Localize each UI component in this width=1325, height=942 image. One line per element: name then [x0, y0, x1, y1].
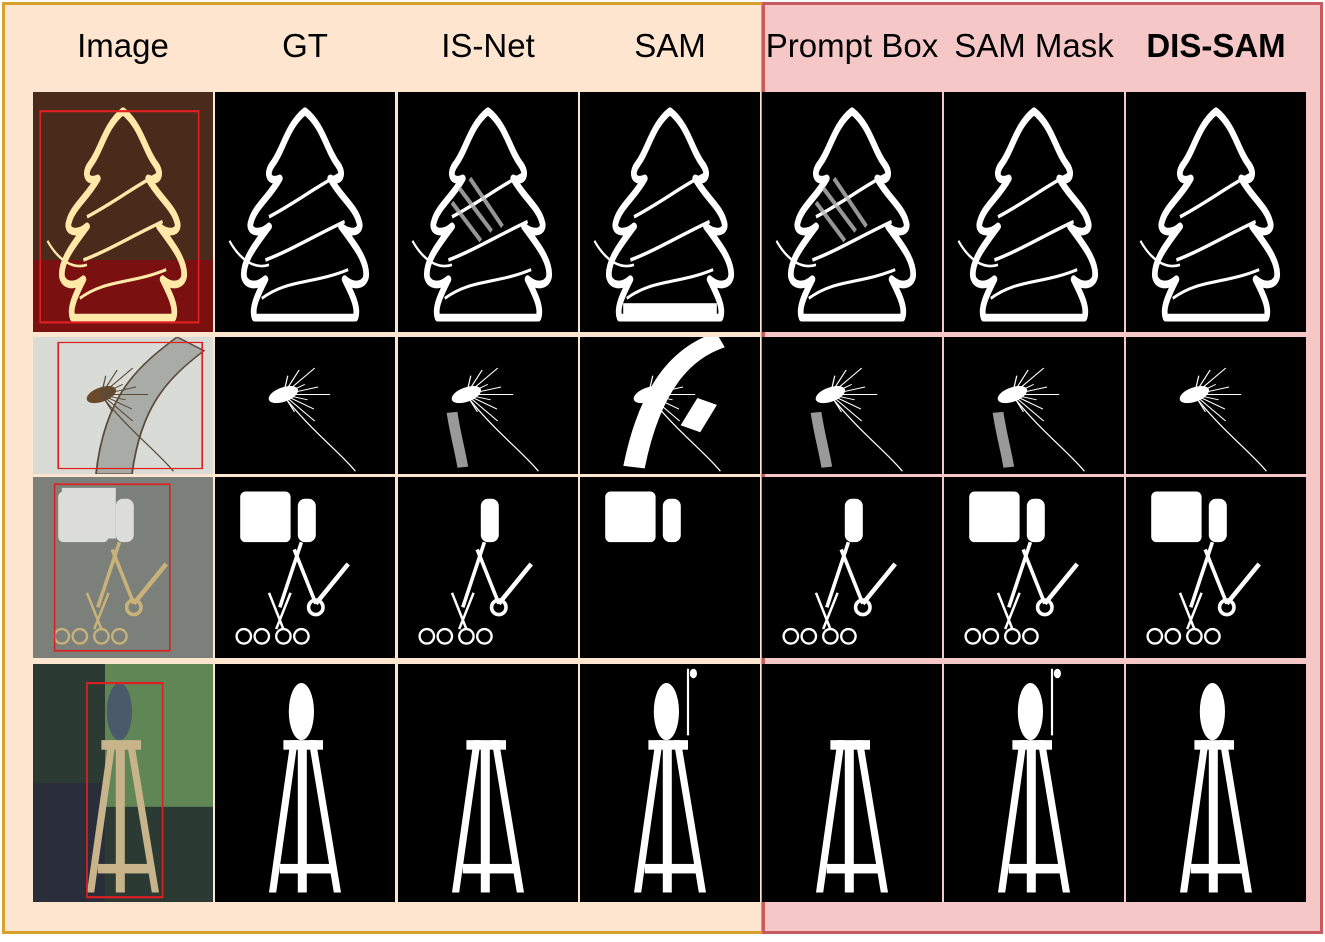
input-image-centipede	[33, 337, 213, 474]
isnet-mask-christmas-tree-light	[398, 92, 578, 332]
photo-thumbnail	[33, 92, 213, 332]
foreground-shape	[269, 683, 341, 893]
segmentation-mask	[605, 491, 681, 543]
segmentation-mask	[228, 107, 370, 322]
foreground-shape	[998, 668, 1070, 893]
sam-mask-mask-centipede	[944, 337, 1124, 474]
foreground-shape	[816, 740, 888, 893]
foreground-shape	[605, 491, 681, 543]
foreground-shape	[1179, 367, 1268, 472]
isnet-mask-surgical-instruments	[398, 477, 578, 658]
column-header-gt: GT	[282, 27, 328, 64]
segmentation-mask	[1146, 491, 1261, 645]
segmentation-mask	[634, 668, 706, 893]
column-header-sam: SAM	[634, 27, 706, 64]
dis-sam-mask-easel	[1126, 664, 1306, 902]
segmentation-mask	[816, 740, 888, 893]
isnet-mask-easel	[398, 664, 578, 902]
segmentation-mask	[269, 683, 341, 893]
segmentation-mask	[446, 367, 540, 472]
column-header-image: Image	[77, 27, 169, 64]
foreground-shape	[957, 107, 1099, 322]
foreground-shape	[964, 491, 1079, 645]
foreground-shape	[418, 498, 533, 645]
foreground-shape	[268, 367, 357, 472]
gt-mask-centipede	[215, 337, 395, 474]
foreground-shape	[411, 107, 553, 322]
sam-mask-mask-easel	[944, 664, 1124, 902]
gt-mask-christmas-tree-light	[215, 92, 395, 332]
sam-mask-mask-christmas-tree-light	[944, 92, 1124, 332]
segmentation-mask	[1179, 367, 1268, 472]
foreground-shape	[810, 367, 904, 472]
segmentation-mask	[964, 491, 1079, 645]
segmentation-mask	[810, 367, 904, 472]
input-image-surgical-instruments	[33, 477, 213, 658]
prompt-box-mask-centipede	[762, 337, 942, 474]
segmentation-mask	[418, 498, 533, 645]
photo-thumbnail	[33, 337, 213, 474]
foreground-shape	[634, 668, 706, 893]
prompt-box-mask-christmas-tree-light	[762, 92, 942, 332]
dis-sam-mask-centipede	[1126, 337, 1306, 474]
sam-mask-christmas-tree-light	[580, 92, 760, 332]
foreground-shape	[782, 498, 897, 645]
foreground-shape	[446, 367, 540, 472]
foreground-shape	[1139, 107, 1281, 322]
foreground-shape	[992, 367, 1086, 472]
prompt-box-mask-surgical-instruments	[762, 477, 942, 658]
column-header-sam-mask: SAM Mask	[954, 27, 1114, 64]
photo-thumbnail	[33, 477, 213, 658]
dis-sam-mask-surgical-instruments	[1126, 477, 1306, 658]
segmentation-mask	[1180, 683, 1252, 893]
prompt-box-mask-easel	[762, 664, 942, 902]
segmentation-mask	[775, 107, 917, 322]
segmentation-mask	[1139, 107, 1281, 322]
segmentation-mask	[452, 740, 524, 893]
sam-mask-centipede	[580, 337, 760, 474]
segmentation-mask	[623, 337, 726, 472]
foreground-shape	[452, 740, 524, 893]
gt-mask-easel	[215, 664, 395, 902]
photo-thumbnail	[33, 664, 213, 902]
segmentation-mask	[593, 107, 735, 322]
sam-mask-easel	[580, 664, 760, 902]
segmentation-mask	[411, 107, 553, 322]
segmentation-mask	[998, 668, 1070, 893]
foreground-shape	[228, 107, 370, 322]
sam-mask-mask-surgical-instruments	[944, 477, 1124, 658]
column-header-dis-sam: DIS-SAM	[1146, 27, 1286, 64]
input-image-christmas-tree-light	[33, 92, 213, 332]
dis-sam-mask-christmas-tree-light	[1126, 92, 1306, 332]
isnet-mask-centipede	[398, 337, 578, 474]
segmentation-mask	[782, 498, 897, 645]
column-header-isnet: IS-Net	[441, 27, 535, 64]
foreground-shape	[235, 491, 350, 645]
column-header-prompt-box: Prompt Box	[765, 27, 939, 64]
foreground-shape	[623, 337, 726, 472]
segmentation-mask	[992, 367, 1086, 472]
segmentation-mask	[235, 491, 350, 645]
sam-mask-surgical-instruments	[580, 477, 760, 658]
segmentation-mask	[268, 367, 357, 472]
input-image-easel	[33, 664, 213, 902]
foreground-shape	[1146, 491, 1261, 645]
foreground-shape	[1180, 683, 1252, 893]
foreground-shape	[775, 107, 917, 322]
segmentation-mask	[957, 107, 1099, 322]
foreground-shape	[593, 107, 735, 322]
gt-mask-surgical-instruments	[215, 477, 395, 658]
